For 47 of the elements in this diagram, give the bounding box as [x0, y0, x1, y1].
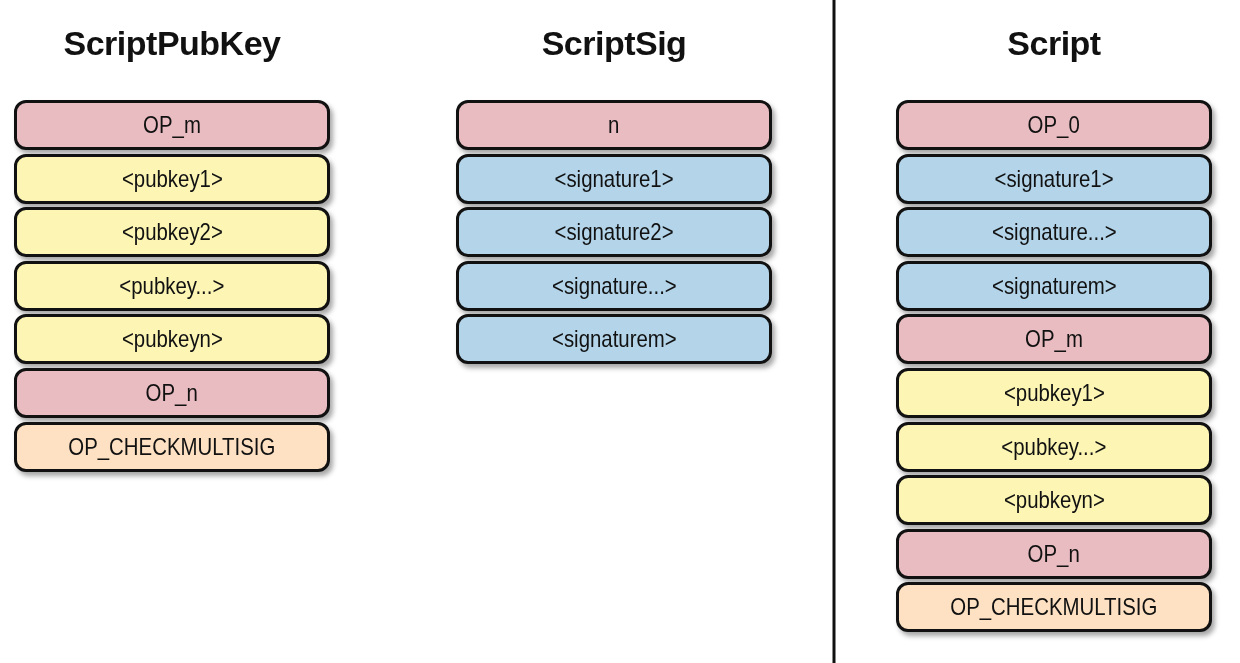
stack-item-text: <pubkey1> [1003, 379, 1105, 407]
stack-box [14, 368, 330, 418]
stack-box [456, 100, 772, 150]
stack-box [896, 368, 1212, 418]
column-heading: ScriptPubKey [63, 24, 281, 63]
stack-box [896, 260, 1212, 311]
column-heading: Script [1007, 24, 1101, 63]
stack-item-text: <signature2> [554, 218, 674, 247]
stack-item-text: OP_CHECKMULTISIG [950, 593, 1158, 622]
stack-box [14, 260, 330, 311]
column-heading: ScriptSig [541, 24, 687, 63]
stack-item-text: <pubkey1> [121, 164, 223, 193]
stack-item-text: <signaturem> [551, 325, 677, 354]
stack-box [896, 207, 1212, 258]
stack-item-text: <signature1> [994, 164, 1114, 193]
stack-box [14, 153, 330, 204]
stack-item-text: <signature...> [551, 271, 677, 300]
stack-item-text: <pubkey2> [121, 218, 223, 247]
stack-item-text: <pubkeyn> [121, 325, 223, 354]
stack-box [896, 100, 1212, 150]
stack-box [896, 528, 1212, 579]
stack-box [14, 100, 330, 150]
stack-box [456, 314, 772, 365]
stack-item-text: <pubkey...> [1001, 432, 1107, 461]
stack-box [896, 421, 1212, 472]
stack-box [14, 421, 330, 472]
stack-box [456, 260, 772, 311]
stack-box [14, 207, 330, 258]
stack-item-text: OP_n [145, 379, 199, 407]
stack-item-text: <signaturem> [991, 271, 1117, 300]
stack-item-text: <pubkeyn> [1003, 486, 1105, 515]
stack-item-text: <signature...> [991, 218, 1117, 247]
stack-box [896, 475, 1212, 526]
stack-item-text: OP_0 [1027, 111, 1081, 139]
stack-item-text: n [608, 111, 620, 139]
stack-item-text: <signature1> [554, 164, 674, 193]
stack-item-text: OP_n [1027, 539, 1081, 568]
stack-item-text: OP_m [143, 111, 201, 139]
stack-box [896, 582, 1212, 633]
stack-item-text: <pubkey...> [119, 271, 225, 300]
stack-box [896, 153, 1212, 204]
stack-box [896, 314, 1212, 365]
stack-item-text: OP_m [1025, 325, 1083, 354]
stack-item-text: OP_CHECKMULTISIG [68, 432, 276, 461]
stack-box [456, 153, 772, 204]
stack-box [456, 207, 772, 258]
stack-box [14, 314, 330, 365]
